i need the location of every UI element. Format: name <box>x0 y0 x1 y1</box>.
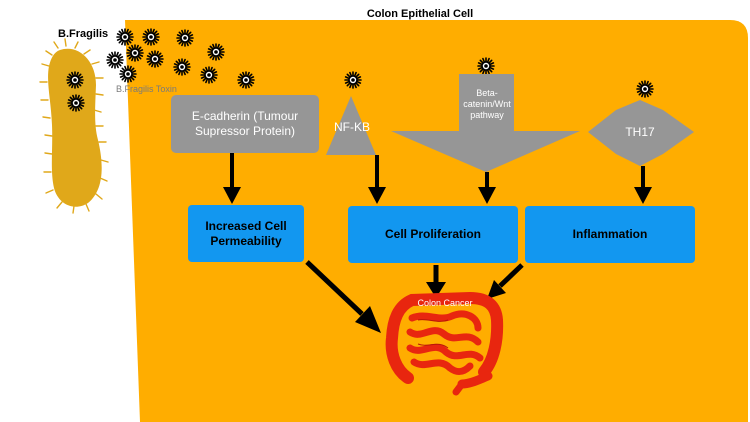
ecadherin-box: E-cadherin (Tumour Supressor Protein) <box>171 95 319 153</box>
outcome-arrows <box>305 260 524 316</box>
trigger-arrows <box>230 153 645 188</box>
beta-catenin-arrow-shape <box>391 74 580 172</box>
toxin-label: B.Fragilis Toxin <box>116 84 177 94</box>
inflammation-label: Inflammation <box>572 227 648 241</box>
permeability-box: Increased Cell Permeability <box>188 205 304 262</box>
toxin-icon-ecadherin <box>237 71 255 89</box>
permeability-label: Increased Cell Permeability <box>205 218 287 248</box>
toxin-icon-nfkb <box>344 71 362 89</box>
ecadherin-label: E-cadherin (Tumour Supressor Protein) <box>191 109 299 138</box>
inflammation-box: Inflammation <box>525 206 695 263</box>
toxin-icon-th17 <box>636 80 654 98</box>
internal-toxin-icon <box>66 71 84 89</box>
colon-cancer-label: Colon Cancer <box>417 298 473 308</box>
internal-toxin-icon <box>67 94 85 112</box>
beta-catenin-label: Beta-catenin/Wnt pathway <box>463 88 511 120</box>
th17-label: TH17 <box>625 125 655 139</box>
proliferation-label: Cell Proliferation <box>384 227 482 241</box>
colon-illustration <box>385 291 504 396</box>
nfkb-triangle <box>326 96 376 155</box>
b-fragilis-bacterium <box>39 38 109 214</box>
proliferation-box: Cell Proliferation <box>348 206 518 263</box>
diagram-title: Colon Epithelial Cell <box>366 8 474 20</box>
toxin-icon-beta-catenin <box>477 57 495 75</box>
th17-diamond <box>588 100 694 166</box>
bacterium-label: B.Fragilis <box>58 28 109 40</box>
nfkb-label: NF-KB <box>334 120 370 134</box>
